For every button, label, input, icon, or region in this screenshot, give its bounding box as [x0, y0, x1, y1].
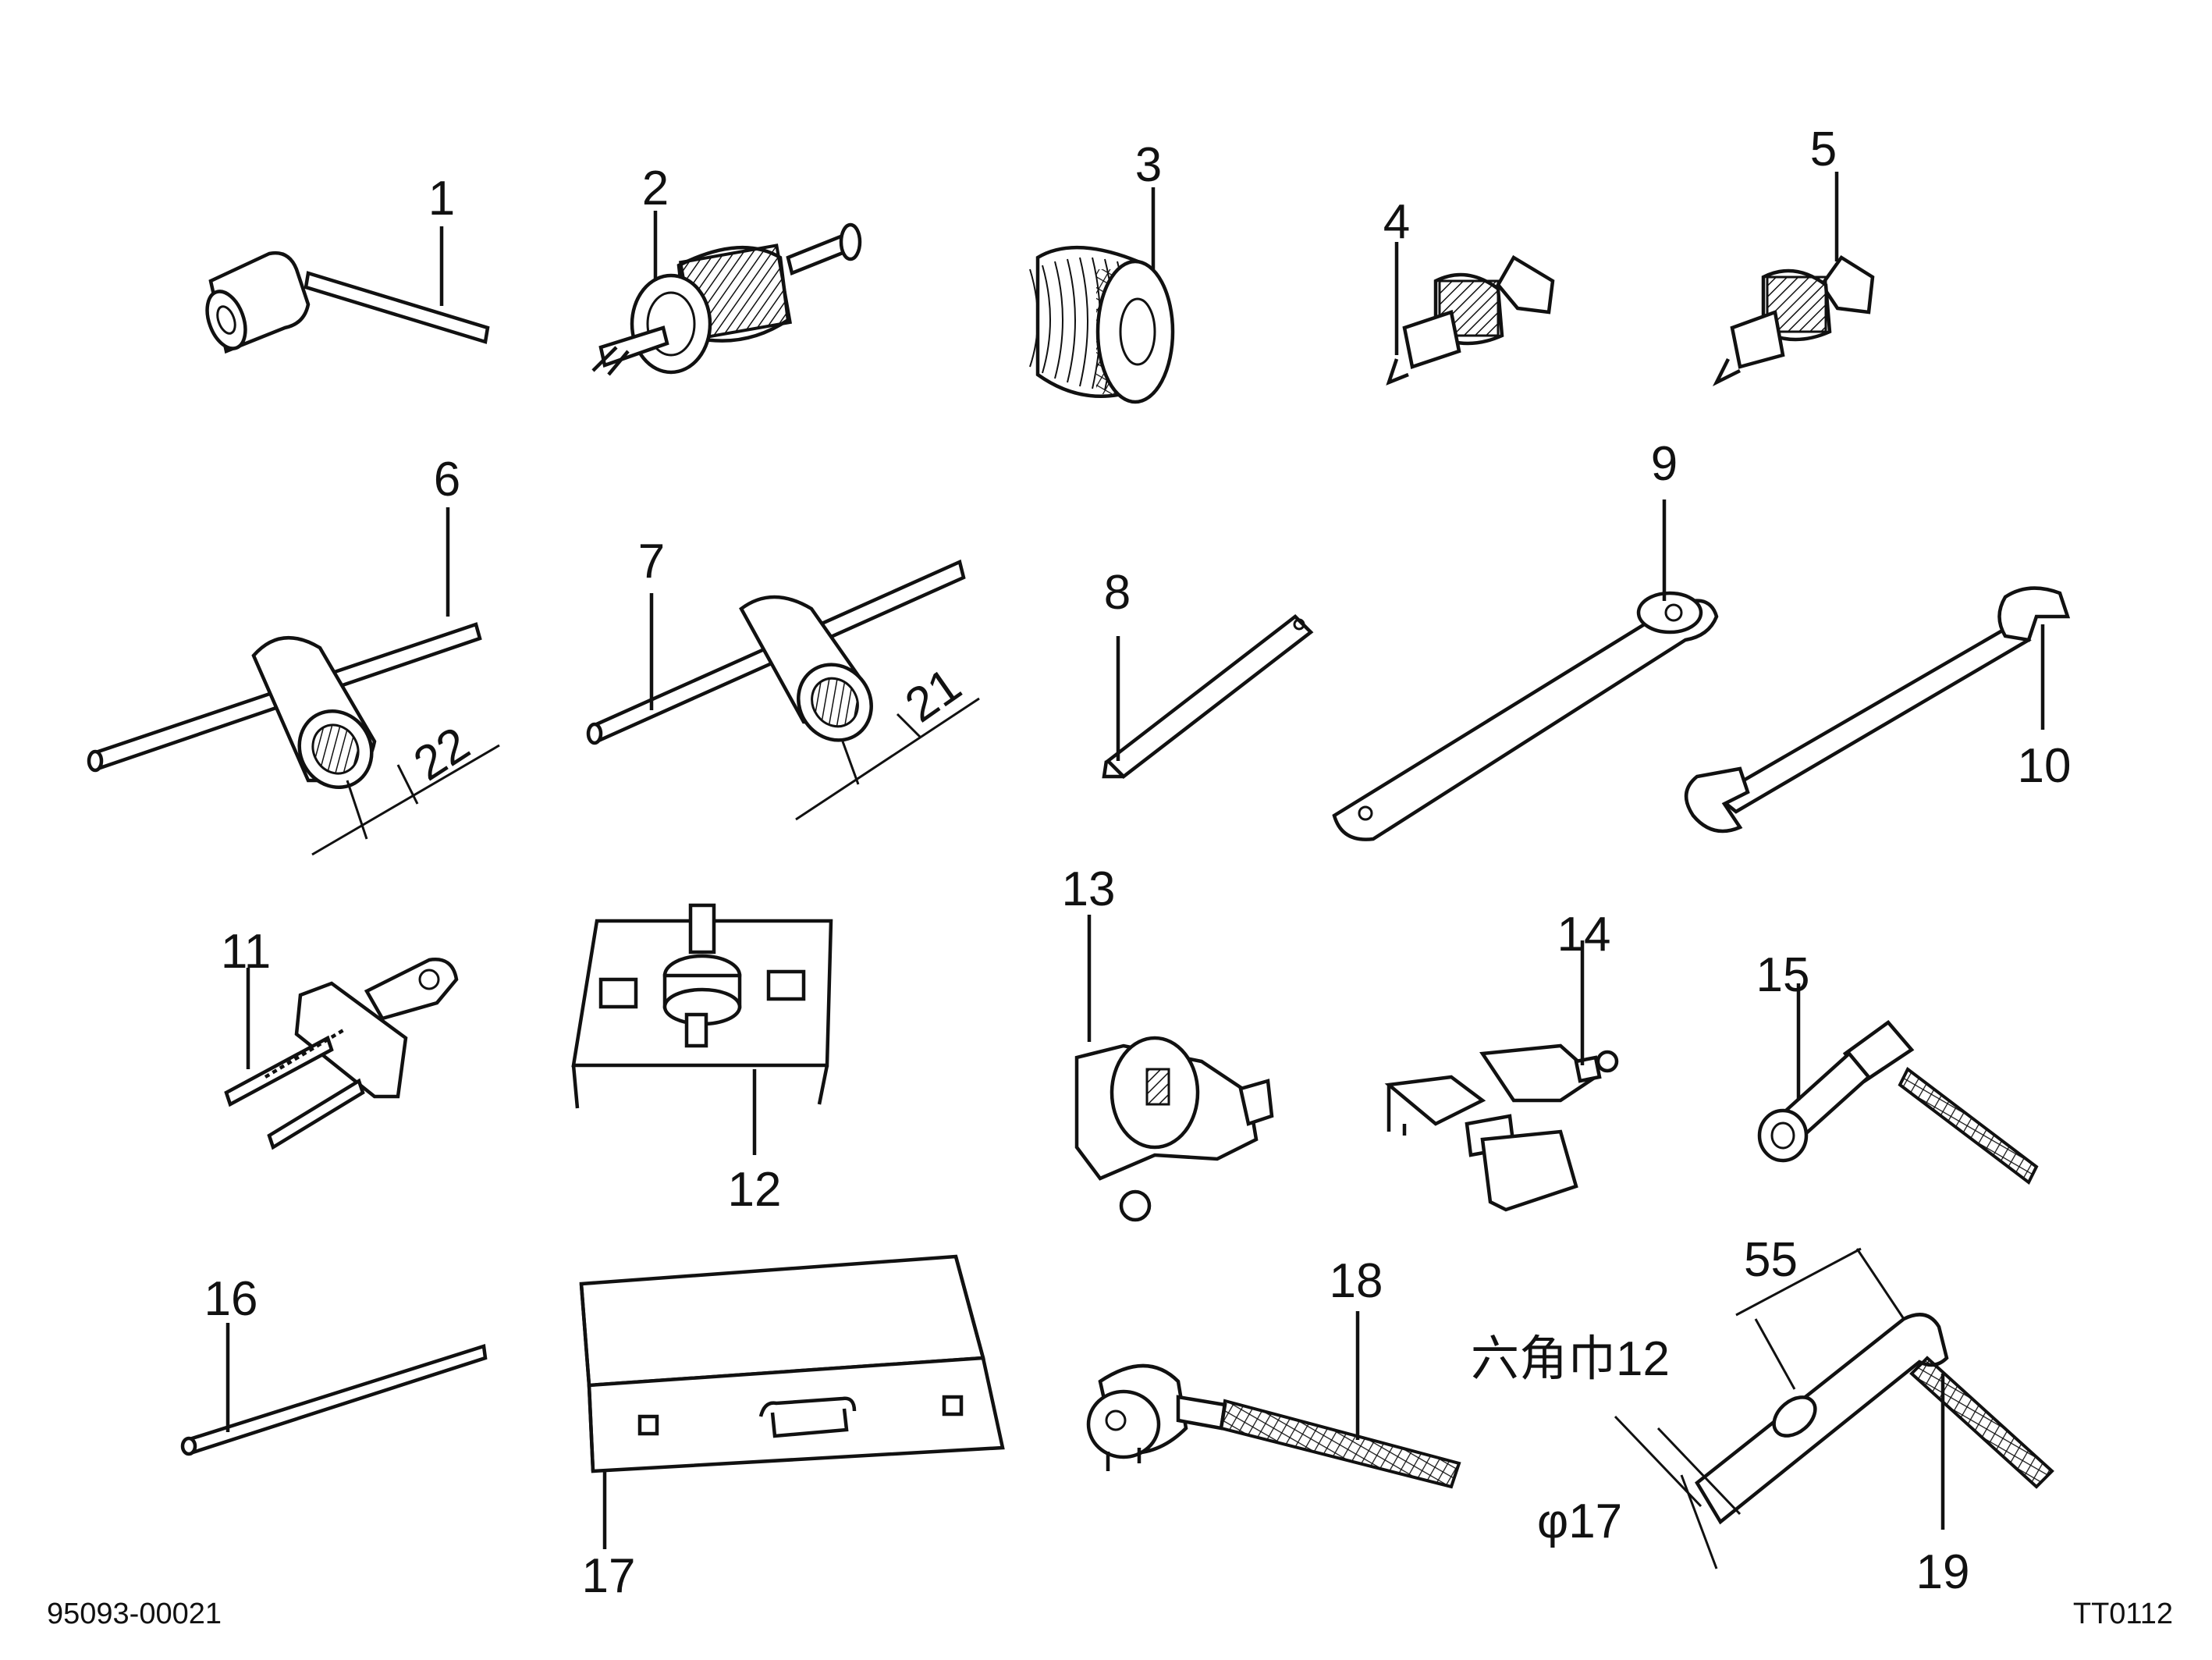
tool-5-nozzle-fitting: [1712, 172, 1875, 387]
callout-3: 3: [1135, 138, 1162, 192]
callout-8: 8: [1104, 566, 1131, 620]
callout-9: 9: [1651, 437, 1678, 491]
dim-tool19-hex: 六角巾12: [1471, 1332, 1670, 1386]
figure-code: TT0112: [2073, 1598, 2173, 1630]
tool-16-bar: [180, 1323, 488, 1456]
callout-12: 12: [728, 1163, 782, 1217]
tool-8-bar: [1102, 614, 1314, 779]
tool-12-plate-jig: [571, 903, 833, 1155]
tool-19-l-socket-wrench: [1614, 1247, 2054, 1569]
callout-7: 7: [638, 535, 665, 588]
callout-10: 10: [2018, 739, 2072, 793]
tool-9-flat-wrench: [1332, 499, 1719, 841]
dim-tool7: 21: [896, 658, 971, 733]
dim-tool19-diameter: φ17: [1537, 1495, 1622, 1548]
tool-14-puller: [1384, 940, 1619, 1212]
callout-19: 19: [1916, 1545, 1970, 1599]
callout-labels: 1 2 3 4 5 6 7 8 9 10 11 12 13 14 15 16 1…: [204, 123, 2072, 1603]
callout-4: 4: [1383, 195, 1410, 249]
drawing-number: 95093-00021: [47, 1598, 222, 1630]
tool-18-holder: [1086, 1311, 1461, 1489]
tool-10-spanner: [1685, 586, 2071, 834]
tool-4-nozzle-fitting: [1386, 242, 1555, 386]
tool-7-t-socket-wrench: [586, 559, 980, 821]
tool-15-l-wrench: [1757, 983, 2039, 1185]
callout-15: 15: [1756, 948, 1810, 1002]
dim-tool6: 22: [405, 717, 479, 791]
tool-13-gear-puller: [1074, 915, 1274, 1222]
callout-16: 16: [204, 1272, 258, 1326]
tool-1-socket-wrench: [205, 226, 490, 354]
callout-6: 6: [434, 453, 460, 507]
tool-11-puller: [224, 958, 459, 1150]
callout-11: 11: [221, 925, 271, 979]
tool-6-t-socket-wrench: [87, 507, 500, 856]
callout-2: 2: [642, 162, 669, 215]
callout-14: 14: [1557, 908, 1611, 962]
tool-3-threaded-adaptor: [1029, 187, 1175, 404]
callout-1: 1: [428, 172, 455, 226]
callout-5: 5: [1810, 123, 1837, 176]
callout-13: 13: [1062, 862, 1116, 916]
callout-18: 18: [1330, 1254, 1383, 1308]
tool-2-nozzle-adaptor: [591, 211, 862, 376]
dim-tool19-length: 55: [1744, 1233, 1798, 1287]
callout-17: 17: [582, 1549, 636, 1603]
tool-17-tool-box: [579, 1254, 1005, 1549]
